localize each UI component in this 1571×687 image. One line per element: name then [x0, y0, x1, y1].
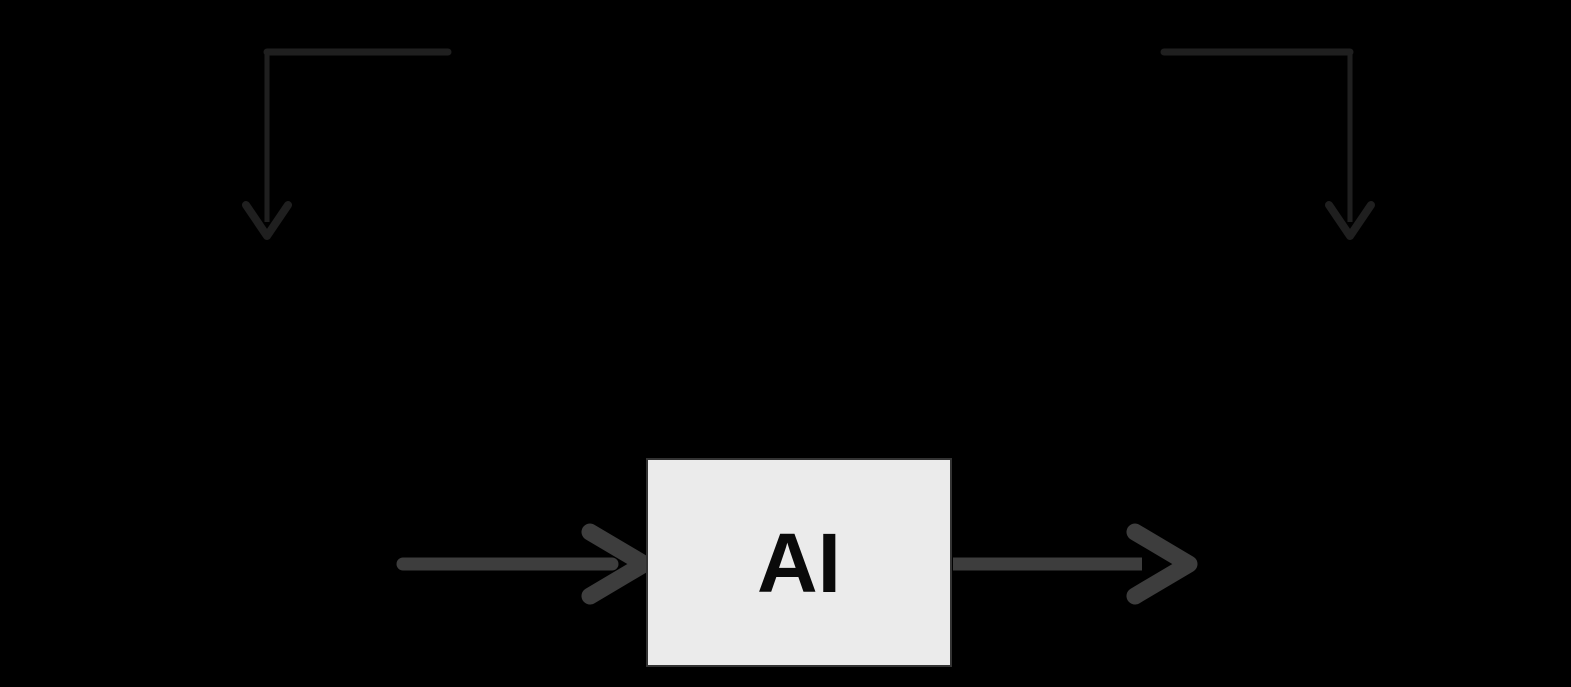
ai-node: AI [646, 458, 952, 667]
output-arrow [953, 523, 1198, 605]
left-elbow-down-arrow [242, 48, 452, 240]
right-elbow-down-arrow [1160, 48, 1375, 240]
right-elbow-arrowhead-icon [1325, 201, 1375, 240]
input-arrow [396, 523, 653, 605]
output-arrowhead-icon [1126, 523, 1198, 605]
ai-node-label: AI [757, 515, 841, 610]
input-arrowhead-icon [581, 523, 653, 605]
left-elbow-arrowhead-icon [242, 201, 292, 240]
